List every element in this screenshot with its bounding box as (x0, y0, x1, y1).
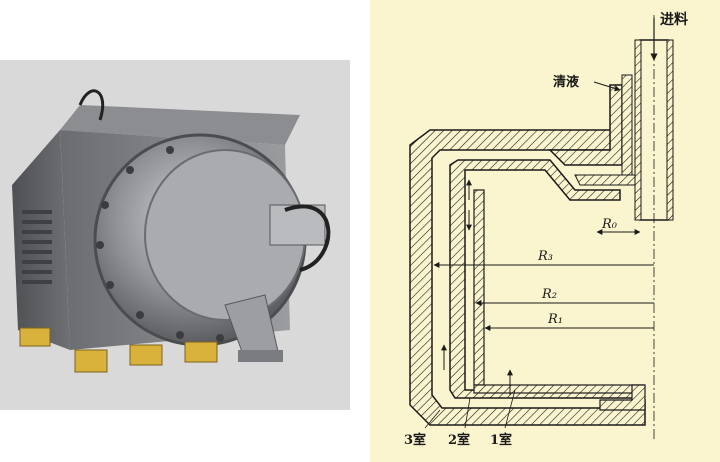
feed-label: 进料 (660, 11, 688, 28)
chamber-leader (424, 409, 441, 429)
drum-bolts (96, 146, 224, 342)
machine-feet (19, 327, 218, 373)
radius-label-r3: R₃ (537, 249, 553, 264)
chamber-label-2: 2室 (448, 432, 470, 448)
clear-liquid-leader (593, 81, 621, 92)
centrifuge-section-diagram: 进料 清液 R₀ R₃ R₂ R₁ 3室 2室 1室 (370, 0, 720, 462)
clear-liquid-label: 清液 (553, 74, 579, 90)
feed-pipe-wall (634, 39, 642, 221)
chamber-label-1: 1室 (490, 432, 512, 448)
pusher-wall (473, 189, 485, 386)
radius-label-r1: R₁ (547, 312, 563, 327)
centrifuge-photo (0, 60, 350, 410)
chamber-leader (464, 397, 471, 429)
vent-grille (22, 210, 52, 284)
radius-label-r0: R₀ (601, 217, 618, 232)
distributor-cone (574, 174, 636, 186)
basket-bottom (473, 384, 645, 394)
chamber-label-3: 3室 (404, 432, 426, 448)
basket-wall (449, 159, 636, 399)
radius-label-r2: R₂ (541, 287, 557, 302)
feed-pipe-wall (666, 39, 674, 221)
chamber-leader (504, 389, 516, 429)
bottom-flange (599, 384, 646, 411)
cable (284, 204, 331, 272)
clear-liquid-pipe (621, 74, 633, 186)
cable (78, 89, 105, 121)
machine-frame-top (60, 105, 300, 145)
discharge-outlet (238, 350, 283, 362)
